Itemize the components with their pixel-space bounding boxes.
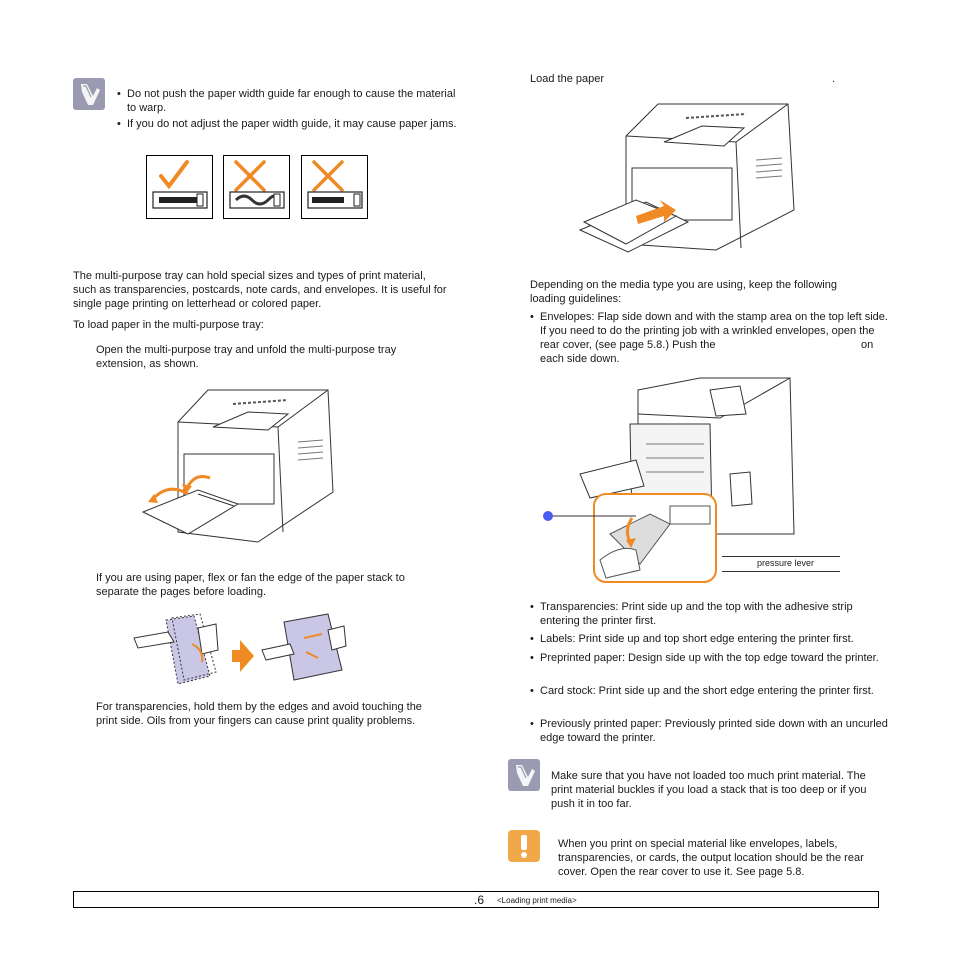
transparency-text: For transparencies, hold them by the edg…: [96, 701, 422, 727]
paper-guide-correct-image: [146, 155, 213, 219]
pressure-lever-label: pressure lever: [757, 558, 815, 568]
bullet-labels: Labels: Print side up and top short edge…: [530, 632, 890, 646]
step-1-text: Open the multi-purpose tray and unfold t…: [96, 344, 397, 370]
note-bullet-width-guide: Do not push the paper width guide far en…: [117, 87, 457, 115]
callout-dot: [543, 511, 553, 521]
caution-text: When you print on special material like …: [558, 838, 864, 878]
cross-mark-icon: [234, 160, 266, 192]
footer: .6 <Loading print media>: [73, 891, 879, 908]
printer-open-tray-image: [141, 389, 334, 543]
load-paper-text: Load the paper: [530, 73, 605, 85]
note-icon: [73, 78, 105, 110]
intro-paragraph: The multi-purpose tray can hold special …: [73, 270, 447, 310]
footer-chapter-title: <Loading print media>: [497, 896, 577, 905]
rear-cover-pressure-lever-image: [543, 377, 795, 583]
check-mark-icon: [159, 160, 189, 190]
cross-mark-icon: [312, 160, 344, 192]
fan-paper-image: [133, 613, 347, 685]
note-bullet-paper-jams: If you do not adjust the paper width gui…: [117, 117, 457, 131]
envelopes-bullet-end: each side down.: [540, 353, 620, 365]
callout-line-top: [722, 556, 840, 557]
bullet-card-stock: Card stock: Print side up and the short …: [530, 684, 890, 698]
callout-line-bottom: [722, 571, 840, 572]
bullet-preprinted: Preprinted paper: Design side up with th…: [530, 651, 890, 665]
bullet-transparencies: Transparencies: Print side up and the to…: [530, 600, 890, 628]
guidelines-intro: Depending on the media type you are usin…: [530, 279, 837, 305]
caution-icon: [508, 830, 540, 862]
bullet-previously-printed: Previously printed paper: Previously pri…: [530, 717, 890, 745]
envelopes-bullet: Envelopes: Flap side down and with the s…: [530, 310, 888, 352]
note-text-overload: Make sure that you have not loaded too m…: [551, 770, 867, 810]
step-2-text: If you are using paper, flex or fan the …: [96, 572, 405, 598]
printer-load-paper-image: [578, 103, 795, 253]
paper-guide-too-loose-image: [301, 155, 368, 219]
arrow-right-icon: [232, 640, 254, 672]
footer-page-number: .6: [474, 893, 485, 907]
note-icon: [508, 759, 540, 791]
paper-guide-too-tight-image: [223, 155, 290, 219]
envelopes-bullet-on: on: [861, 339, 874, 351]
load-intro: To load paper in the multi-purpose tray:: [73, 319, 264, 331]
load-paper-period: .: [832, 73, 836, 85]
